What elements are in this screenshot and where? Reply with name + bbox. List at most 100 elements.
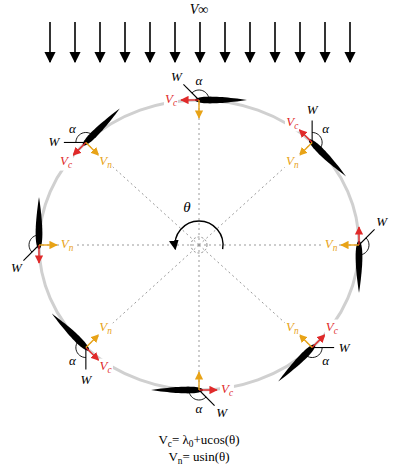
- text-run: +ucos(θ): [194, 432, 240, 447]
- relative-wind-vector: [23, 245, 39, 261]
- normal-velocity-label: Vn: [324, 237, 339, 254]
- chordwise-velocity-vector: [38, 245, 39, 263]
- relative-wind-label: W: [10, 260, 23, 274]
- wind-arrow: [124, 22, 126, 62]
- relative-wind-label: W: [338, 340, 351, 354]
- subscript: n: [69, 243, 74, 253]
- text-run: α: [69, 353, 76, 368]
- text-run: V: [221, 381, 229, 396]
- text-run: α: [322, 121, 329, 136]
- text-run: α: [69, 121, 76, 136]
- text-run: W: [11, 259, 22, 274]
- normal-velocity-vector: [39, 244, 57, 245]
- angle-of-attack-label: α: [68, 354, 77, 368]
- relative-wind-vector: [85, 348, 86, 370]
- subscript: 0: [189, 439, 194, 449]
- text-run: α: [196, 401, 203, 416]
- blade-airfoil: [151, 387, 203, 394]
- chordwise-velocity-vector: [358, 227, 359, 245]
- wind-arrow: [149, 22, 151, 62]
- radial-spoke: [199, 100, 200, 245]
- velocity-formula: Vc= λ0+ucos(θ): [157, 433, 240, 450]
- subscript: c: [68, 160, 72, 170]
- chordwise-velocity-label: Vc: [325, 319, 339, 336]
- relative-wind-label: W: [306, 103, 319, 117]
- radial-spoke: [86, 142, 199, 245]
- subscript: n: [294, 160, 299, 170]
- text-run: V: [286, 153, 294, 168]
- text-run: V: [286, 318, 294, 333]
- normal-velocity-label: Vn: [60, 237, 75, 254]
- subscript: c: [229, 388, 233, 398]
- text-run: θ: [183, 199, 190, 215]
- text-run: V: [100, 358, 108, 373]
- angle-of-attack-label: α: [195, 402, 204, 416]
- relative-wind-vector: [312, 120, 313, 142]
- angle-of-attack-arc: [305, 348, 322, 358]
- text-run: V: [61, 236, 69, 251]
- wind-arrow: [74, 22, 76, 62]
- angle-of-attack-arc: [76, 132, 93, 142]
- subscript: c: [168, 439, 172, 449]
- text-run: W: [376, 214, 387, 229]
- wind-arrow: [99, 22, 101, 62]
- text-run: V: [325, 236, 333, 251]
- text-run: W: [216, 404, 227, 419]
- wind-arrow: [174, 22, 176, 62]
- angle-of-attack-arc: [359, 238, 369, 255]
- relative-wind-label: W: [375, 215, 388, 229]
- text-run: V: [158, 432, 167, 447]
- radial-spoke: [199, 142, 312, 245]
- subscript: n: [333, 243, 338, 253]
- subscript: n: [178, 456, 183, 466]
- normal-velocity-label: Vn: [98, 319, 113, 336]
- subscript: c: [334, 326, 338, 336]
- rotor-path: [39, 100, 359, 390]
- relative-wind-label: W: [170, 70, 183, 84]
- normal-velocity-vector: [299, 335, 312, 348]
- chordwise-velocity-vector: [86, 348, 99, 361]
- text-run: V: [286, 113, 294, 128]
- blade-airfoil: [83, 109, 120, 146]
- blade-airfoil: [278, 344, 315, 381]
- normal-velocity-label: Vn: [285, 319, 300, 336]
- chordwise-velocity-label: Vc: [220, 382, 234, 399]
- angle-of-attack-label: α: [195, 74, 204, 88]
- text-run: V: [326, 318, 334, 333]
- text-run: V∞: [190, 2, 209, 17]
- radial-spoke: [199, 245, 200, 390]
- rotation-arrow: [175, 221, 223, 249]
- wind-arrow: [349, 22, 351, 62]
- normal-velocity-vector: [341, 244, 359, 245]
- chordwise-velocity-label: Vc: [59, 154, 73, 171]
- text-run: W: [307, 102, 318, 117]
- hub-circle: [191, 237, 207, 253]
- text-run: V: [60, 153, 68, 168]
- angle-of-attack-arc: [76, 340, 86, 357]
- wind-arrow: [249, 22, 251, 62]
- chordwise-velocity-vector: [73, 142, 86, 155]
- normal-velocity-vector: [86, 335, 99, 348]
- angle-of-attack-label: α: [321, 122, 330, 136]
- normal-velocity-vector: [198, 100, 199, 118]
- chordwise-velocity-label: Vc: [99, 359, 113, 376]
- blade-airfoil: [36, 197, 43, 249]
- chordwise-velocity-label: Vc: [164, 92, 178, 109]
- radial-spoke: [86, 245, 199, 348]
- subscript: c: [108, 365, 112, 375]
- subscript: n: [107, 160, 112, 170]
- text-run: V: [165, 91, 173, 106]
- angle-of-attack-label: α: [68, 122, 77, 136]
- blade-airfoil: [309, 139, 346, 176]
- chordwise-velocity-vector: [299, 130, 312, 143]
- blade-airfoil: [52, 314, 89, 351]
- chordwise-velocity-vector: [199, 389, 217, 390]
- wind-arrow: [299, 22, 301, 62]
- velocity-formula: Vn= usin(θ): [167, 449, 230, 466]
- angle-of-attack-arc: [189, 390, 206, 400]
- normal-velocity-label: Vn: [98, 154, 113, 171]
- text-run: W: [80, 371, 91, 386]
- relative-wind-vector: [64, 142, 86, 143]
